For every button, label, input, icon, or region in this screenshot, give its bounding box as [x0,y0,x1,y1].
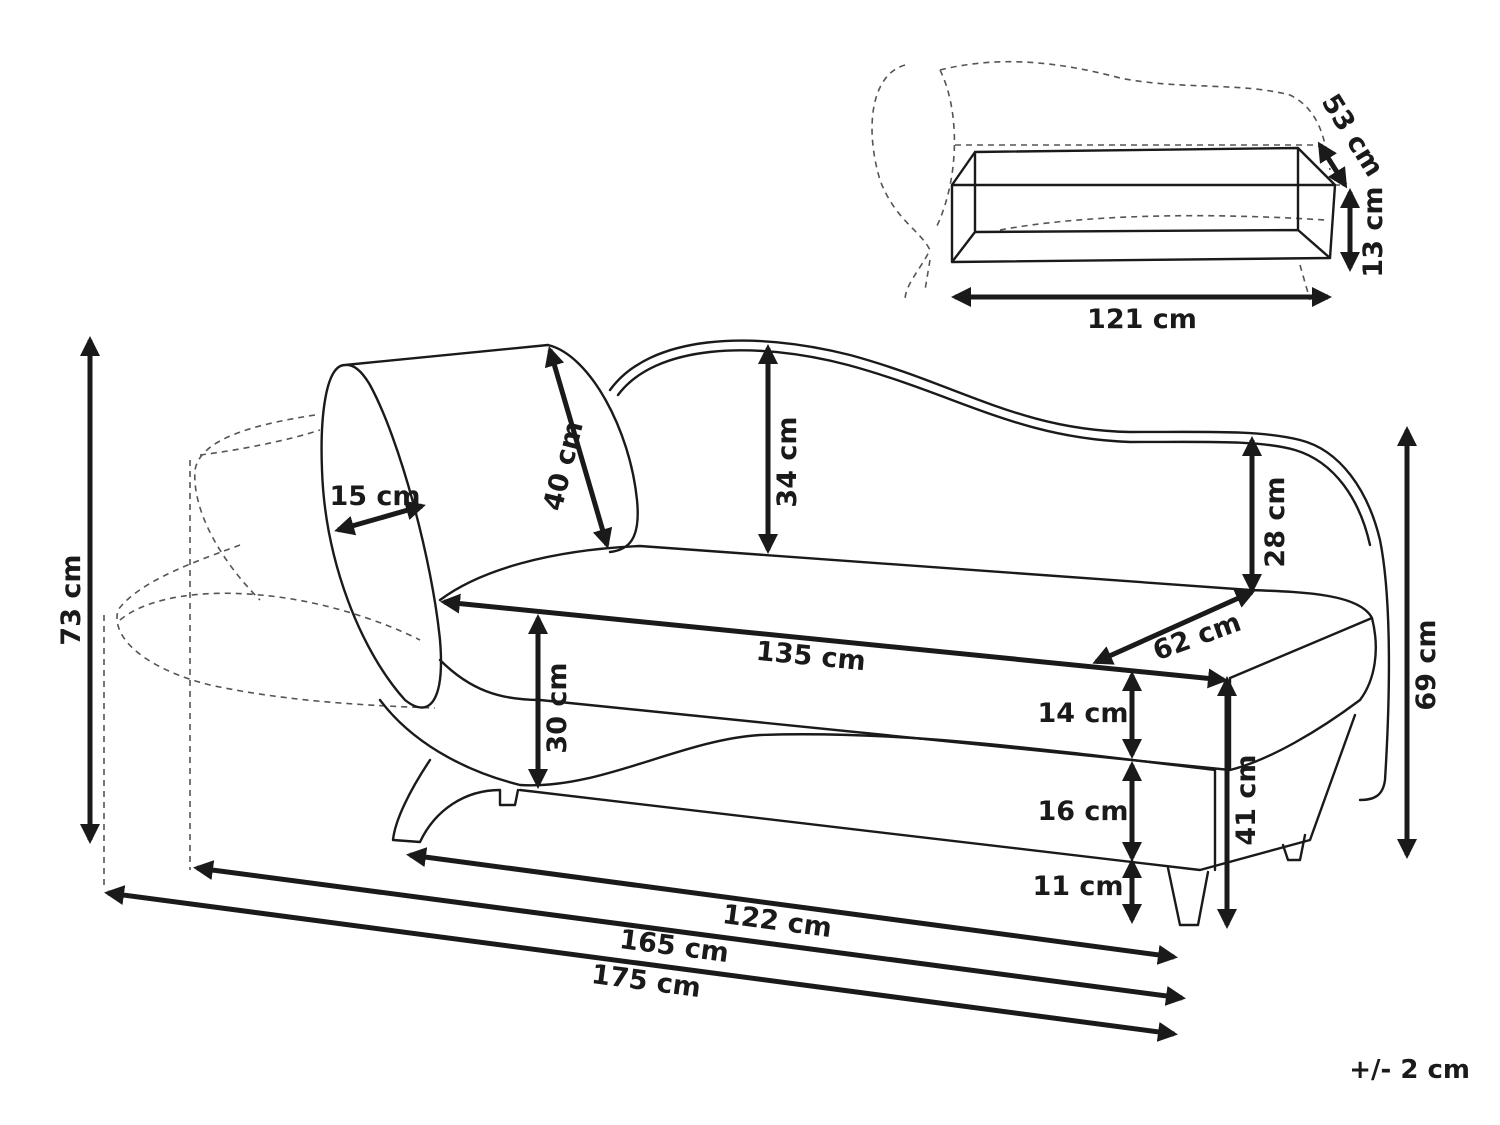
label-total-length: 175 cm [590,959,703,1004]
tolerance-note: +/- 2 cm [1349,1055,1470,1085]
label-storage-depth: 53 cm [1315,89,1390,183]
label-right-back-height: 28 cm [1260,476,1291,567]
label-storage-height: 13 cm [1358,186,1389,277]
label-overall-height: 73 cm [56,554,87,645]
dim-line-pillow-depth [334,500,426,536]
label-base-height: 16 cm [1037,796,1128,827]
seat-cushion [438,544,1377,772]
chaise-back [608,339,1391,802]
pillow [320,343,639,709]
chaise-lounge [103,339,1391,927]
leg-back-right [1281,833,1307,862]
storage-view-chaise-outline [871,60,1340,301]
label-total-height: 69 cm [1411,619,1442,710]
label-cushion-height: 14 cm [1037,698,1128,729]
leg-front-left [391,758,520,844]
storage-box [950,146,1337,264]
label-leg-height: 11 cm [1032,871,1123,902]
leg-front-right [1166,866,1210,927]
dimension-lines [80,141,1417,1042]
chaise-body [378,698,1357,872]
dim-line-pillow-height [544,346,613,549]
label-storage-length: 121 cm [1087,304,1197,335]
armrest-ghost-outline [103,414,436,890]
dim-line-total-length [104,885,1178,1042]
dim-line-seat-depth [1092,589,1256,665]
label-back-height: 34 cm [772,416,803,507]
dimension-labels: 73 cm 40 cm 15 cm 34 cm 28 cm 69 cm 135 … [56,89,1470,1085]
label-seat-height: 41 cm [1231,754,1262,845]
label-front-height: 30 cm [542,662,573,753]
dim-line-storage-depth [1317,141,1348,189]
label-pillow-depth: 15 cm [329,481,420,512]
dim-line-seat-length [440,593,1228,689]
storage-view [871,60,1340,301]
